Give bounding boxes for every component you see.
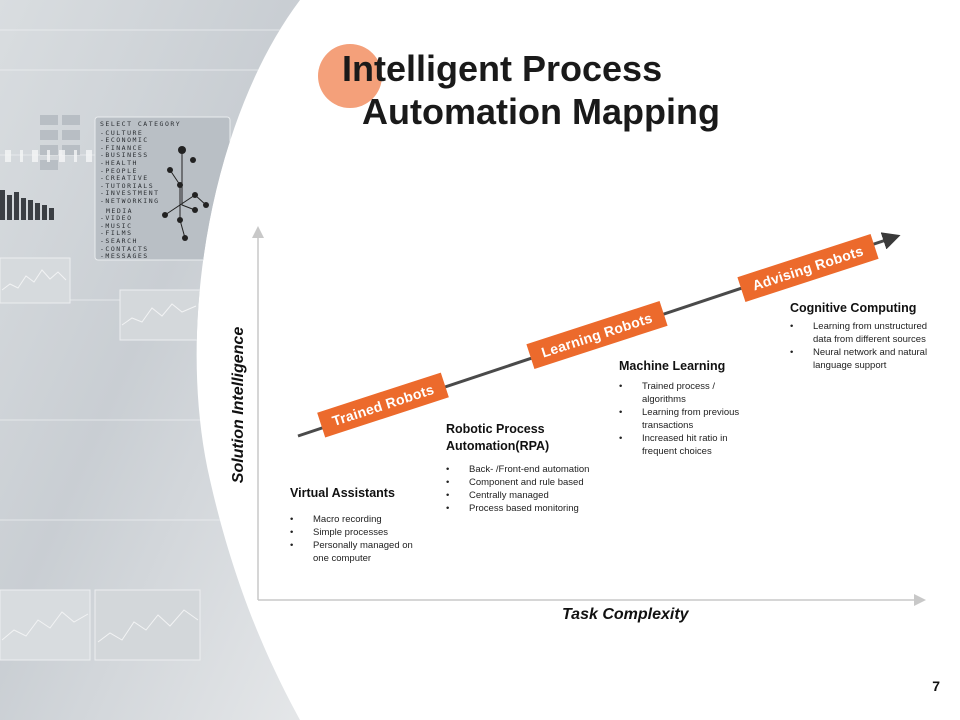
list-item: Learning from previous transactions [619, 406, 769, 432]
menu-item-2: -FINANCE [100, 143, 144, 152]
media-heading: MEDIA [106, 206, 134, 215]
media-item-0: -VIDEO [100, 214, 133, 223]
media-item-2: -FILMS [100, 229, 133, 238]
group-bullets-virtual-assistants: Macro recording Simple processes Persona… [290, 513, 418, 565]
title-accent-circle [318, 44, 382, 108]
list-item: Process based monitoring [446, 502, 621, 515]
list-item: Learning from unstructured data from dif… [790, 320, 935, 346]
group-bullets-rpa: Back- /Front-end automation Component an… [446, 463, 621, 515]
y-axis-label: Solution Intelligence [230, 326, 247, 484]
group-title-virtual-assistants: Virtual Assistants [290, 486, 395, 500]
title-line-1: Intelligent Process [342, 48, 663, 89]
menu-items: -CULTURE-ECONOMIC-FINANCE-BUSINESS-HEALT… [100, 128, 181, 206]
menu-item-7: -TUTORIALS [100, 181, 155, 190]
list-item: Trained process / algorithms [619, 380, 742, 406]
menu-item-1: -ECONOMIC [100, 136, 149, 145]
background-menu: SELECT CATEGORY -CULTURE-ECONOMIC-FINANC… [100, 120, 182, 261]
list-item: Increased hit ratio in frequent choices [619, 432, 752, 458]
menu-item-4: -HEALTH [100, 158, 138, 167]
group-bullets-machine-learning: Trained process / algorithms Learning fr… [619, 380, 769, 458]
media-item-5: -MESSAGES [100, 252, 149, 261]
title-line-2: Automation Mapping [362, 91, 720, 132]
media-item-4: -CONTACTS [100, 244, 149, 253]
menu-item-3: -BUSINESS [100, 151, 149, 160]
media-item-3: -SEARCH [100, 236, 138, 245]
x-axis-label: Task Complexity [562, 606, 689, 623]
list-item: Back- /Front-end automation [446, 463, 621, 476]
menu-item-5: -PEOPLE [100, 166, 138, 175]
group-title-machine-learning: Machine Learning [619, 359, 726, 373]
media-item-1: -MUSIC [100, 221, 133, 230]
list-item: Component and rule based [446, 476, 621, 489]
menu-item-6: -CREATIVE [100, 174, 149, 183]
list-item: Personally managed on one computer [290, 539, 413, 565]
media-items: -VIDEO-MUSIC-FILMS-SEARCH-CONTACTS-MESSA… [100, 215, 181, 261]
list-item: Simple processes [290, 526, 418, 539]
group-title-cognitive-computing: Cognitive Computing [790, 301, 917, 315]
menu-heading: SELECT CATEGORY [100, 120, 182, 128]
menu-item-9: -NETWORKING [100, 196, 160, 205]
page-number: 7 [932, 678, 940, 694]
list-item: Macro recording [290, 513, 418, 526]
list-item: Neural network and natural language supp… [790, 346, 958, 372]
menu-item-8: -INVESTMENT [100, 189, 160, 198]
group-title-rpa: Robotic Process Automation(RPA) [446, 422, 550, 453]
list-item: Centrally managed [446, 489, 621, 502]
menu-item-0: -CULTURE [100, 128, 144, 137]
group-bullets-cognitive-computing: Learning from unstructured data from dif… [790, 320, 950, 372]
